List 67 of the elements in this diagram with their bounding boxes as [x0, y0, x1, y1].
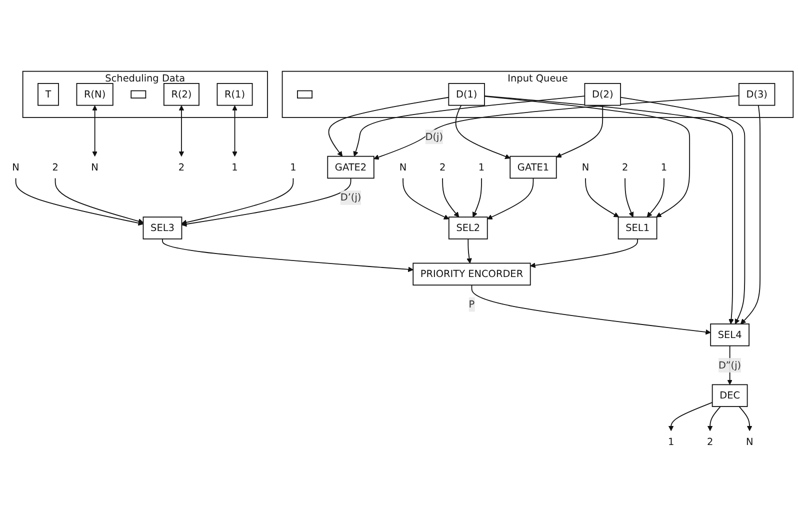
node-box: D(2) — [584, 83, 621, 106]
arrow — [181, 178, 352, 227]
node-text: 2 — [178, 161, 185, 173]
node-text: N — [12, 161, 20, 173]
node-text: 2 — [439, 161, 446, 173]
node-box — [297, 90, 312, 98]
arrow — [232, 105, 238, 157]
arrow — [92, 105, 98, 157]
arrow — [484, 96, 690, 218]
arrow — [624, 178, 634, 218]
node-box: SEL1 — [618, 216, 658, 240]
node-box: D(1) — [448, 83, 485, 106]
arrow — [15, 178, 144, 226]
arrow — [740, 104, 760, 324]
arrow — [466, 238, 472, 264]
edge-label: P — [468, 298, 475, 310]
node-box: R(1) — [216, 83, 253, 106]
arrow — [487, 178, 534, 220]
arrow — [484, 96, 734, 324]
arrow — [620, 96, 746, 324]
node-text: 1 — [232, 161, 238, 173]
node-box: PRIORITY ENCORDER — [412, 262, 531, 286]
edge-label: D”(j) — [718, 359, 742, 371]
node-box: R(N) — [76, 83, 114, 106]
arrow — [442, 178, 460, 218]
arrow — [455, 104, 510, 160]
arrow — [530, 238, 638, 268]
arrow — [727, 345, 732, 385]
arrow — [178, 105, 184, 157]
node-box: SEL3 — [142, 216, 182, 240]
arrow — [707, 406, 721, 432]
arrow — [472, 178, 482, 218]
node-box: SEL2 — [448, 216, 488, 240]
arrow — [402, 178, 450, 220]
node-text: 1 — [668, 436, 674, 448]
edge-label: D’(j) — [340, 192, 362, 204]
arrow — [585, 178, 620, 218]
node-box: SEL4 — [710, 323, 750, 346]
arrow — [54, 178, 144, 224]
node-text: 2 — [52, 161, 58, 173]
arrow — [668, 402, 713, 432]
node-text: 1 — [478, 161, 485, 173]
node-box: D(3) — [738, 83, 776, 106]
node-text: N — [91, 161, 98, 173]
arrow — [353, 96, 586, 157]
node-box — [130, 90, 146, 98]
node-text: 2 — [622, 161, 628, 173]
node-box: DEC — [712, 384, 748, 407]
node-box: GATE2 — [327, 156, 374, 179]
arrow — [646, 178, 664, 218]
arrow — [328, 96, 450, 157]
node-box: T — [38, 83, 59, 106]
node-text: 1 — [290, 161, 296, 173]
node-box: R(2) — [163, 83, 200, 106]
node-text: 2 — [706, 436, 714, 448]
node-text: N — [746, 436, 754, 448]
node-box: GATE1 — [510, 156, 557, 179]
arrow — [471, 284, 711, 335]
node-text: N — [582, 161, 590, 173]
arrow — [556, 104, 604, 158]
node-text: N — [399, 161, 407, 173]
arrow — [738, 406, 752, 432]
node-text: 1 — [660, 161, 668, 173]
arrow — [162, 238, 414, 272]
arrow — [181, 178, 294, 226]
arrow — [374, 95, 740, 160]
edge-label: D(j) — [425, 130, 444, 142]
